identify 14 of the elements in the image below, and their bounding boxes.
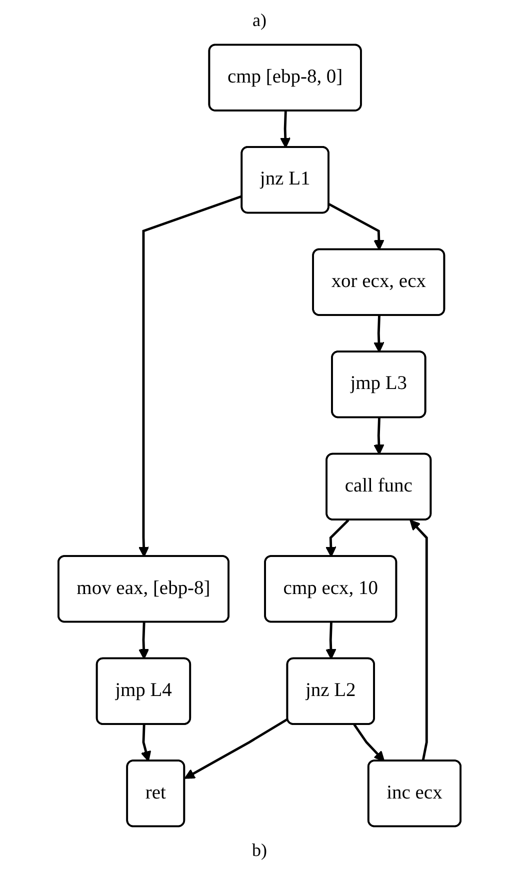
arrow	[280, 111, 291, 148]
arrow	[138, 622, 150, 660]
arrow	[326, 622, 336, 660]
arrow	[328, 203, 384, 250]
arrow	[374, 316, 384, 353]
arrow	[138, 195, 243, 558]
arrow	[410, 520, 428, 762]
arrow	[353, 724, 385, 762]
arrow	[374, 418, 384, 455]
panel-label: a)	[252, 10, 266, 31]
arrow	[326, 519, 350, 558]
arrow	[140, 724, 152, 762]
panel-label: b)	[252, 840, 267, 861]
arrow	[184, 718, 288, 779]
